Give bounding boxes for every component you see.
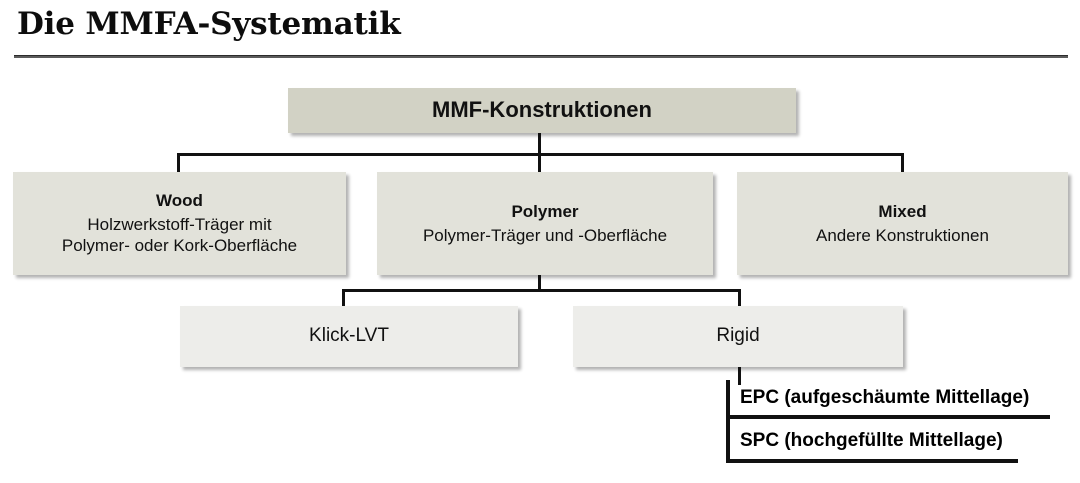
node-mixed-title: Mixed	[878, 201, 927, 221]
node-spc-underline	[726, 459, 1018, 463]
connector-polymer-bus	[342, 289, 741, 292]
node-mixed-description: Andere Konstruktionen	[816, 225, 989, 247]
node-polymer-title: Polymer	[511, 201, 579, 221]
connector-drop-mixed	[901, 153, 904, 174]
node-mmf-konstruktionen-label: MMF-Konstruktionen	[432, 97, 652, 123]
node-polymer[interactable]: Polymer Polymer-Träger und -Oberfläche	[377, 172, 713, 275]
node-epc-label: EPC (aufgeschäumte Mittellage)	[740, 386, 1030, 408]
node-klick-lvt[interactable]: Klick-LVT	[180, 306, 518, 367]
connector-rigid-stem	[738, 367, 741, 385]
connector-level4-bracket	[726, 380, 730, 463]
node-klick-lvt-label: Klick-LVT	[309, 325, 389, 347]
title-divider	[14, 55, 1068, 58]
node-mixed-description-line1: Andere Konstruktionen	[816, 225, 989, 245]
connector-drop-rigid	[738, 289, 741, 308]
node-spc[interactable]: SPC (hochgefüllte Mittellage)	[740, 425, 1018, 456]
node-wood[interactable]: Wood Holzwerkstoff-Träger mit Polymer- o…	[13, 172, 346, 275]
page-title: Die MMFA-Systematik	[17, 6, 401, 42]
node-wood-title: Wood	[156, 190, 203, 210]
node-polymer-description: Polymer-Träger und -Oberfläche	[423, 225, 667, 247]
node-mmf-konstruktionen[interactable]: MMF-Konstruktionen	[288, 88, 796, 133]
node-polymer-description-line1: Polymer-Träger und -Oberfläche	[422, 225, 668, 245]
node-spc-label: SPC (hochgefüllte Mittellage)	[740, 429, 1003, 451]
node-epc-underline	[726, 415, 1050, 419]
node-wood-description-line1: Holzwerkstoff-Träger mit	[87, 214, 272, 234]
node-epc[interactable]: EPC (aufgeschäumte Mittellage)	[740, 382, 1050, 413]
node-rigid[interactable]: Rigid	[573, 306, 903, 367]
connector-root-stem	[538, 133, 541, 155]
node-mixed[interactable]: Mixed Andere Konstruktionen	[737, 172, 1068, 275]
node-wood-description: Holzwerkstoff-Träger mit Polymer- oder K…	[62, 214, 297, 258]
connector-drop-wood	[177, 153, 180, 174]
connector-drop-polymer	[538, 153, 541, 174]
node-rigid-label: Rigid	[716, 325, 760, 347]
connector-drop-klick-lvt	[342, 289, 345, 308]
connector-polymer-stem	[538, 275, 541, 292]
node-wood-description-line2: Polymer- oder Kork-Oberfläche	[61, 236, 298, 256]
